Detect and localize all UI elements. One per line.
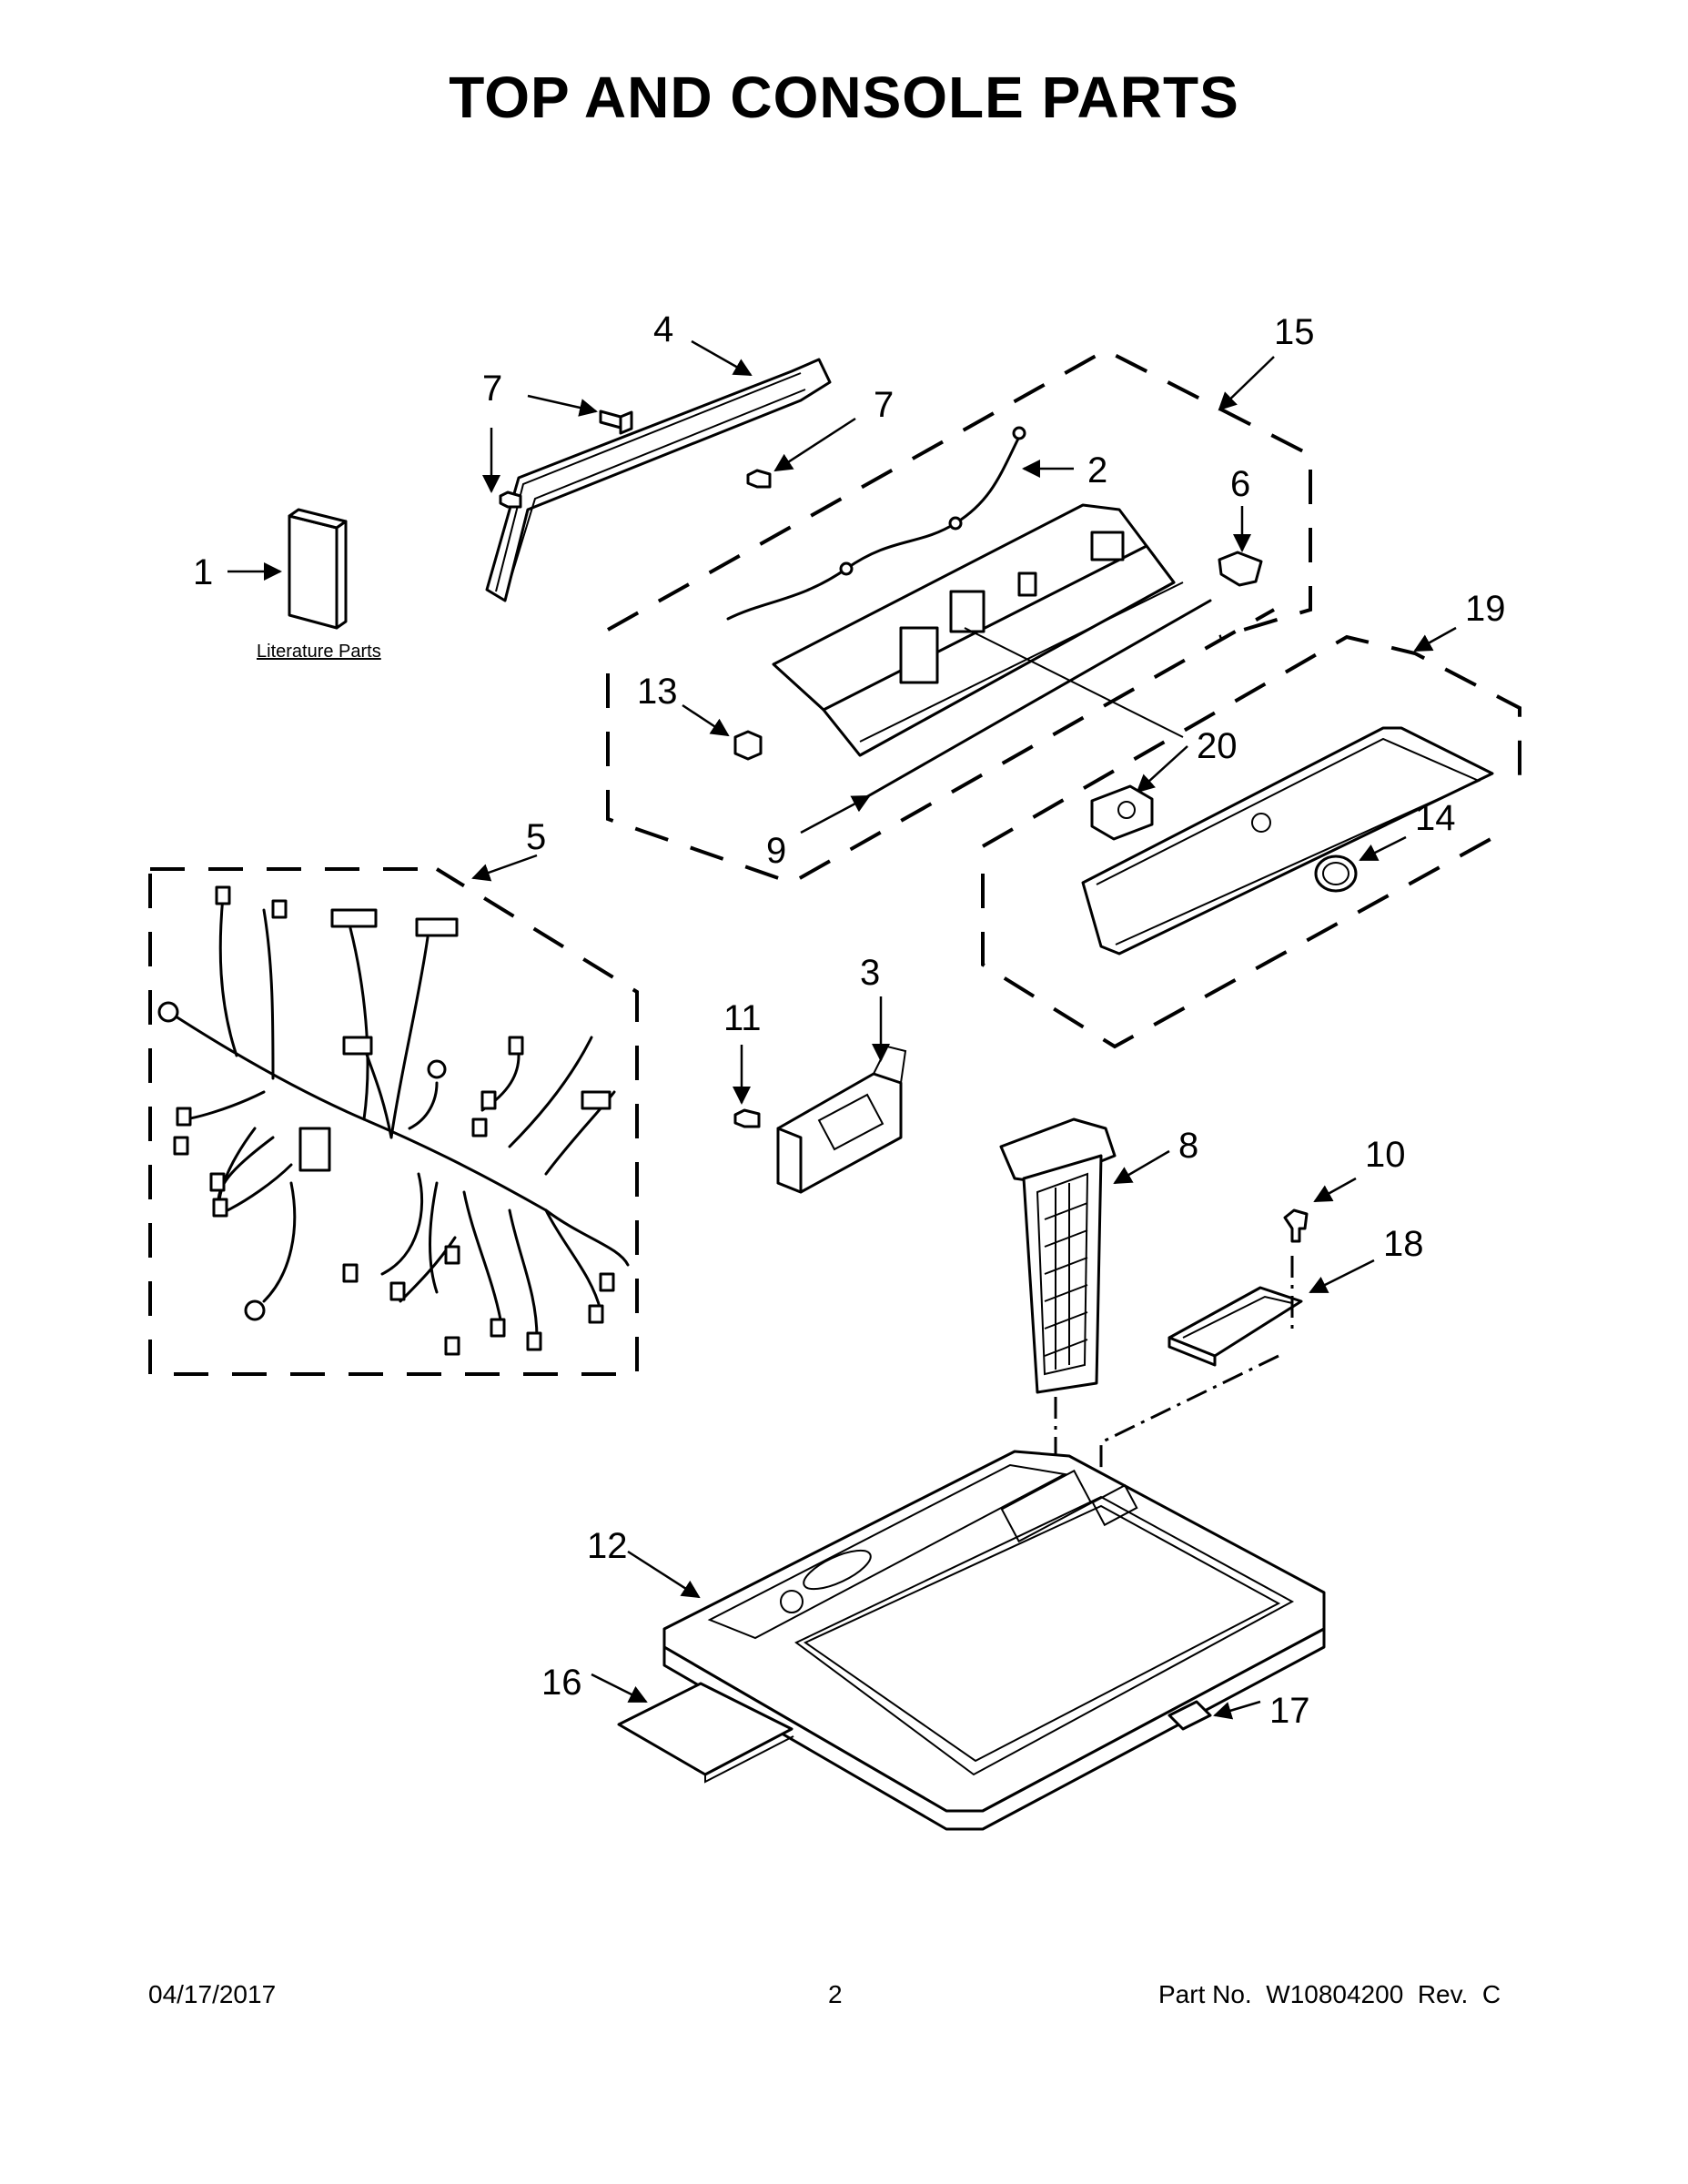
control-board-part-icon [776,1045,907,1194]
callout-5: 5 [526,817,546,857]
screw-icon [746,469,772,489]
footer-part-number: Part No. W10804200 Rev. C [1158,1980,1501,2008]
callout-17: 17 [1269,1691,1310,1731]
callout-15: 15 [1274,312,1315,352]
callout-20: 20 [1197,726,1238,766]
callout-3: 3 [860,953,880,993]
screw-icon [499,490,522,509]
console-body-part-icon [772,503,1184,757]
lint-cover-plate-icon [1167,1286,1303,1367]
callout-9: 9 [766,831,786,871]
main-wire-harness-icon [157,885,630,1356]
screw-icon [599,410,633,435]
pad-part-icon [617,1682,794,1784]
knob-part-icon [1314,854,1358,893]
badge-part-icon [1167,1700,1212,1731]
screw-icon [733,1108,761,1128]
callout-12: 12 [587,1526,628,1566]
callout-2: 2 [1087,450,1107,490]
screw-icon [1283,1208,1309,1243]
literature-parts-label: Literature Parts [257,642,381,662]
page-title: TOP AND CONSOLE PARTS [449,65,1239,130]
callout-7a: 7 [482,369,502,409]
callout-7b: 7 [874,385,894,425]
callout-8: 8 [1178,1126,1198,1166]
console-panel-part-icon [1081,726,1494,956]
callout-11: 11 [723,998,762,1038]
console-trim-part-icon [485,358,832,602]
callout-4: 4 [653,309,673,349]
clip-part-icon [1218,551,1263,587]
switch-part-icon [1090,784,1154,841]
washer-top-part-icon [662,1450,1326,1831]
callout-13: 13 [637,672,678,712]
footer-date: 04/17/2017 [148,1980,277,2008]
callout-18: 18 [1383,1224,1424,1264]
console-wire-harness-icon [726,435,1021,621]
rod-part-icon [858,599,1212,803]
callout-10: 10 [1365,1135,1406,1175]
footer-page-number: 2 [828,1980,843,2008]
callout-6: 6 [1230,464,1250,504]
callout-19: 19 [1465,589,1506,629]
callout-14: 14 [1415,798,1456,838]
lint-screen-part-icon [999,1117,1117,1394]
literature-parts-icon: Literature Parts [257,508,381,662]
callout-16: 16 [541,1663,582,1703]
clip-small-part-icon [733,730,763,761]
callout-1: 1 [193,552,213,592]
